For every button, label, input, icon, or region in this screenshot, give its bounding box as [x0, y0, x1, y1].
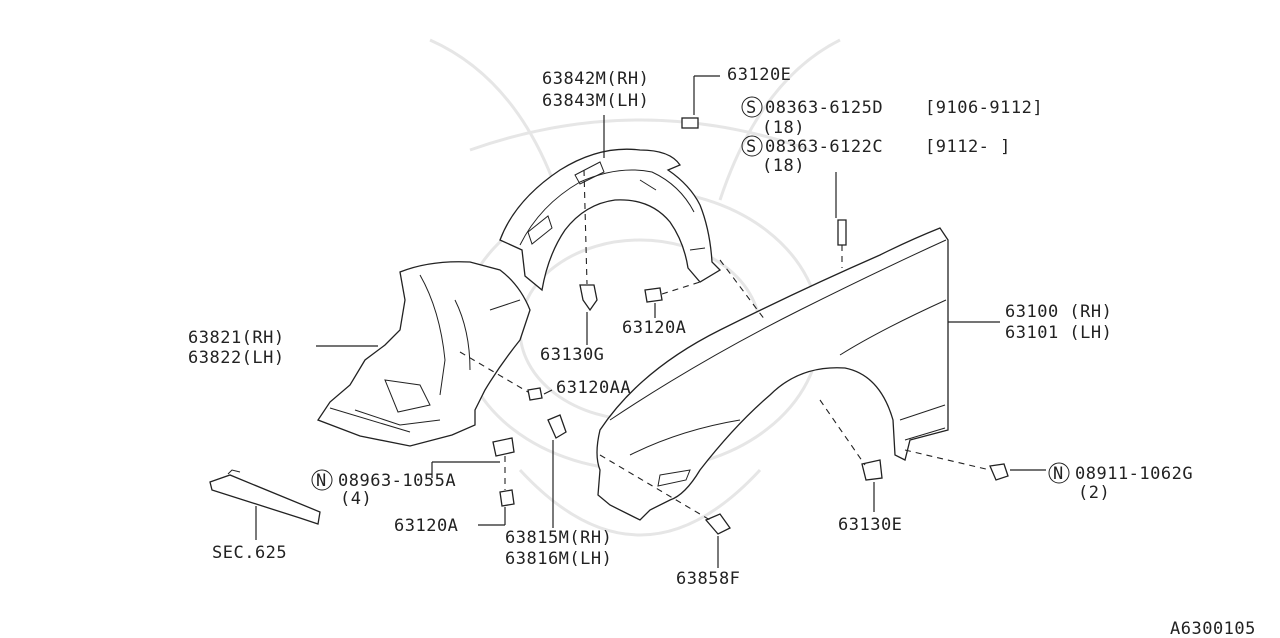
sec625-bar-part — [209, 469, 321, 525]
label-63842m: 63842M(RH) — [542, 69, 649, 89]
label-63858f: 63858F — [676, 569, 740, 589]
clip-63130e-part — [861, 459, 883, 481]
fasteners — [492, 117, 1009, 535]
inner-fender-upper-part — [499, 148, 722, 292]
label-08363-6125d: 08363-6125D — [765, 98, 883, 118]
label-63120a-upper: 63120A — [622, 318, 686, 338]
screw-63120a-lower-part — [499, 489, 515, 507]
prefix-circles: S S N N — [311, 96, 1070, 491]
label-63130g: 63130G — [540, 345, 604, 365]
label-qty-b: (18) — [762, 156, 805, 176]
label-63120aa: 63120AA — [556, 378, 631, 398]
screw-63120a-upper-part — [644, 287, 663, 303]
label-63101: 63101 (LH) — [1005, 323, 1112, 343]
label-63100: 63100 (RH) — [1005, 302, 1112, 322]
prefix-s-1: S — [746, 98, 757, 118]
prefix-n-1: N — [316, 471, 327, 491]
label-qty-n2: (2) — [1078, 483, 1110, 503]
diagram-id: A6300105 — [1170, 619, 1256, 638]
prefix-n-2: N — [1053, 464, 1064, 484]
label-08911-1062g: 08911-1062G — [1075, 464, 1193, 484]
inner-fender-lower-part — [317, 261, 531, 447]
front-fender-part — [596, 227, 949, 521]
leader-lines — [255, 75, 1046, 568]
label-sec625: SEC.625 — [212, 543, 287, 563]
prefix-s-2: S — [746, 137, 757, 157]
label-qty-a: (18) — [762, 118, 805, 138]
label-63821: 63821(RH) — [188, 328, 285, 348]
label-range-a: [9106-9112] — [925, 98, 1043, 118]
label-63130e: 63130E — [838, 515, 902, 535]
label-63815m: 63815M(RH) — [505, 528, 612, 548]
label-63843m: 63843M(LH) — [542, 91, 649, 111]
label-63120e: 63120E — [727, 65, 791, 85]
clip-63858f-part — [704, 513, 731, 535]
label-63816m: 63816M(LH) — [505, 549, 612, 569]
label-08363-6122c: 08363-6122C — [765, 137, 883, 157]
clip-63130g-part — [579, 284, 598, 312]
screw-63120aa-part — [527, 387, 543, 401]
nut-08911-part — [989, 463, 1009, 481]
bracket-63815m-part — [547, 414, 567, 439]
dashed-guides — [459, 169, 991, 521]
label-63120a-lower: 63120A — [394, 516, 458, 536]
label-63822: 63822(LH) — [188, 348, 285, 368]
screw-08363-part — [837, 219, 847, 246]
label-08963-1055a: 08963-1055A — [338, 471, 456, 491]
clip-63120e-part — [681, 117, 699, 129]
label-range-b: [9112- ] — [925, 137, 1011, 157]
nut-08963-part — [492, 437, 515, 457]
label-qty-n1: (4) — [340, 489, 372, 509]
